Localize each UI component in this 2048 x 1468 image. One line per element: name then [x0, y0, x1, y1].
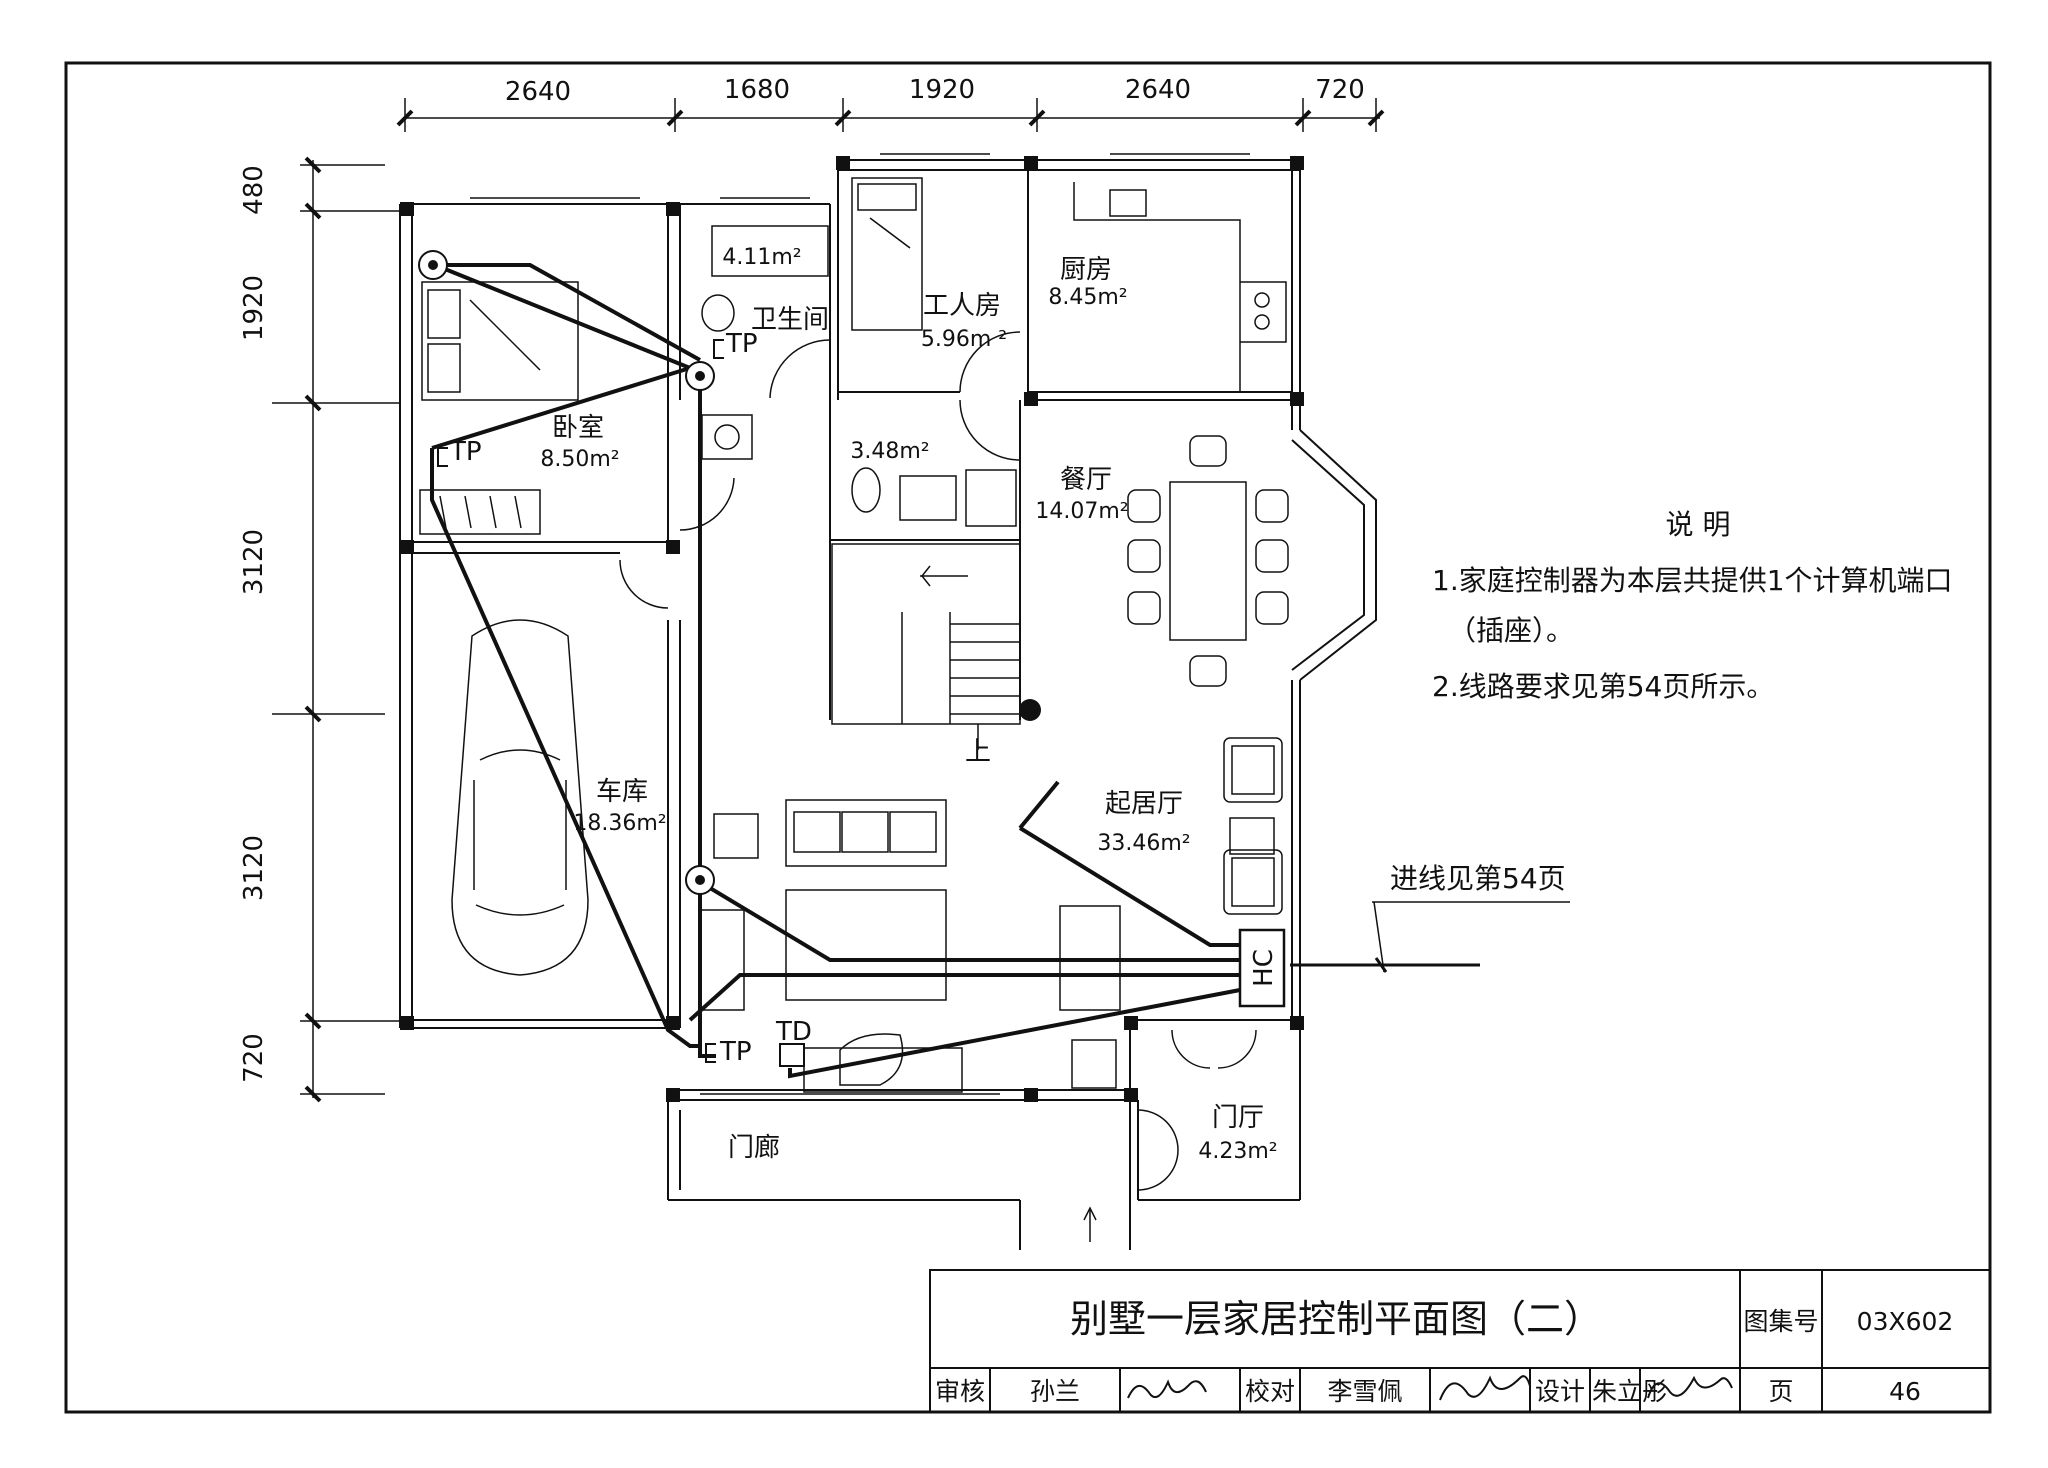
living-tp-label: TP — [719, 1037, 752, 1067]
design-signature — [1647, 1375, 1733, 1399]
washbasin — [701, 414, 753, 460]
hall-door-swing — [679, 477, 735, 531]
garage-car — [451, 619, 589, 976]
note-2: 2.线路要求见第54页所示。 — [1432, 670, 1774, 703]
foyer-double-door — [1137, 1029, 1257, 1191]
bedroom-wardrobe — [419, 489, 541, 535]
walls — [399, 159, 1377, 1250]
structural-columns — [400, 156, 1304, 1102]
foyer-area: 4.23m² — [1198, 1139, 1277, 1164]
dim-top-1: 2640 — [505, 77, 571, 107]
dim-left-5: 720 — [239, 1033, 269, 1083]
control-wiring — [430, 263, 1241, 1079]
dim-left-3: 3120 — [239, 529, 269, 595]
small-bath-area: 3.48m² — [850, 439, 929, 464]
notes-heading: 说 明 — [1666, 508, 1731, 541]
bedroom-area: 8.50m² — [540, 447, 619, 472]
servant-room-name: 工人房 — [923, 291, 1001, 321]
kitchen-area: 8.45m² — [1048, 285, 1127, 310]
washing-machine — [965, 469, 1017, 527]
dining-table — [1127, 435, 1289, 687]
bathtub — [711, 225, 829, 277]
incoming-leader — [1373, 901, 1385, 973]
bedroom-tp-outlet-icon — [437, 447, 448, 467]
atlas-number: 03X602 — [1857, 1307, 1954, 1336]
entry-arrow-head — [1083, 1206, 1097, 1221]
atlas-label: 图集号 — [1743, 1307, 1818, 1336]
dim-left-2: 1920 — [239, 275, 269, 341]
living-name: 起居厅 — [1105, 789, 1183, 819]
left-dimension-chain — [272, 156, 400, 1103]
small-bath-toilet — [851, 467, 881, 513]
bedroom-bed — [421, 281, 579, 401]
bath-tp-outlet-icon — [713, 339, 724, 359]
living-tp-outlet-icon — [705, 1043, 716, 1063]
dining-area: 14.07m² — [1035, 499, 1128, 524]
bedroom-name: 卧室 — [552, 413, 604, 443]
bathtub-area: 4.11m² — [722, 245, 801, 270]
garage-area: 18.36m² — [573, 811, 666, 836]
windows — [470, 153, 1250, 1095]
small-bath-door-swing — [959, 399, 1021, 461]
design-label: 设计 — [1535, 1377, 1585, 1406]
servant-room-area: 5.96m ² — [921, 327, 1007, 352]
drawing-title: 别墅一层家居控制平面图（二） — [1070, 1297, 1602, 1341]
dim-top-4: 2640 — [1125, 75, 1191, 105]
dim-top-2: 1680 — [724, 75, 790, 105]
small-bath-sink — [899, 475, 957, 521]
dining-name: 餐厅 — [1060, 465, 1112, 495]
garage-name: 车库 — [596, 777, 648, 807]
servant-door-swing — [959, 331, 1021, 393]
kitchen-counter — [1073, 182, 1287, 392]
dim-left-4: 3120 — [239, 835, 269, 901]
check-name: 李雪佩 — [1327, 1377, 1402, 1406]
stair-marker-dot — [1019, 699, 1041, 721]
living-area: 33.46m² — [1097, 831, 1190, 856]
top-dimension-chain — [396, 98, 1385, 132]
garage-door-swing — [619, 559, 669, 609]
kitchen-name: 厨房 — [1060, 255, 1112, 285]
living-furniture — [699, 737, 1283, 1093]
dim-top-5: 720 — [1315, 75, 1365, 105]
bathroom-name: 卫生间 — [751, 305, 829, 335]
review-signature — [1127, 1379, 1207, 1399]
bath-tp-label: TP — [725, 329, 758, 359]
title-block — [929, 1269, 1991, 1413]
check-label: 校对 — [1245, 1377, 1295, 1406]
page-number: 46 — [1889, 1377, 1921, 1406]
review-name: 孙兰 — [1030, 1377, 1080, 1406]
review-label: 审核 — [935, 1377, 985, 1406]
incoming-label: 进线见第54页 — [1390, 862, 1566, 895]
note-1-cont: （插座）。 — [1448, 614, 1574, 647]
page-label: 页 — [1768, 1377, 1793, 1406]
home-controller-box — [1238, 928, 1286, 1008]
servant-bed — [851, 177, 923, 331]
bedroom-tp-label: TP — [449, 437, 482, 467]
staircase — [831, 543, 1021, 725]
td-label: TD — [775, 1017, 812, 1047]
hc-label: HC — [1249, 949, 1279, 987]
dim-top-3: 1920 — [909, 75, 975, 105]
design-name: 朱立彤 — [1592, 1377, 1667, 1406]
bathroom-door-swing — [769, 339, 831, 399]
foyer-name: 门厅 — [1212, 1103, 1264, 1133]
porch-name: 门廊 — [728, 1133, 780, 1163]
check-signature — [1439, 1375, 1531, 1401]
washbasin-bowl — [714, 424, 740, 450]
td-outlet-icon — [779, 1043, 805, 1067]
toilet — [701, 294, 735, 332]
incoming-tick — [1374, 957, 1388, 973]
note-1: 1.家庭控制器为本层共提供1个计算机端口 — [1432, 564, 1953, 597]
outlet-symbols — [418, 250, 1286, 1067]
dim-left-1: 480 — [239, 165, 269, 215]
